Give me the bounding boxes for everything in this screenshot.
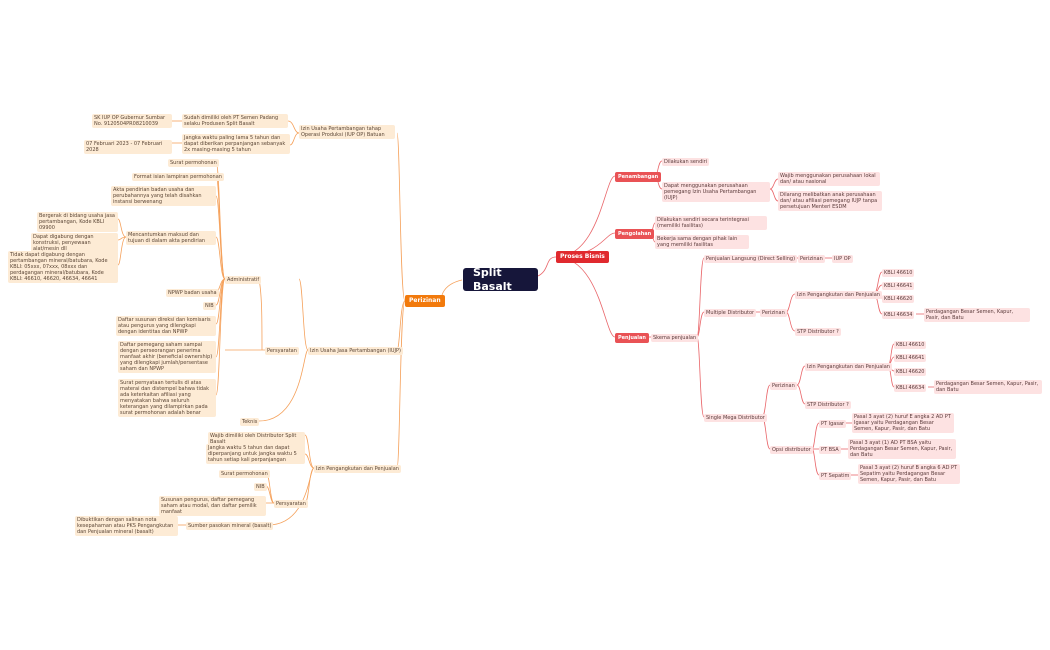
perizinan-b-node[interactable]: Perizinan (760, 309, 787, 317)
nib2-node[interactable]: NIB (254, 483, 267, 491)
po-sendiri-node[interactable]: Dilakukan sendiri secara terintegrasi (m… (655, 216, 767, 230)
kbli-1-node[interactable]: KBLI 46610 (882, 269, 915, 277)
digabung-node[interactable]: Dapat digabung dengan konstruksi, penyew… (31, 233, 118, 253)
teknis-node[interactable]: Teknis (240, 418, 260, 426)
kbli-4-node[interactable]: KBLI 46634 (882, 311, 915, 319)
igasar-desc-node[interactable]: Pasal 3 ayat (2) huruf E angka 2 AD PT I… (852, 413, 954, 433)
kbli-c1-node[interactable]: KBLI 46610 (894, 341, 927, 349)
penambangan-node[interactable]: Penambangan (615, 172, 662, 182)
kbli-3-node[interactable]: KBLI 46620 (882, 295, 915, 303)
nib-node[interactable]: NIB (203, 302, 216, 310)
dates-node[interactable]: 07 Februari 2023 - 07 Februari 2028 (84, 140, 172, 154)
term-node[interactable]: Jangka waktu paling lama 5 tahun dan dap… (182, 134, 290, 154)
persyaratan2-node[interactable]: Persyaratan (274, 500, 308, 508)
penjualan-node[interactable]: Penjualan (615, 333, 649, 343)
bsa-node[interactable]: PT BSA (819, 446, 841, 454)
kbli-c4-node[interactable]: KBLI 46634 (894, 384, 927, 392)
opsi-node[interactable]: Opsi distributor (770, 446, 813, 454)
sumber-pasokan-node[interactable]: Sumber pasokan mineral (basalt) (186, 522, 274, 530)
pb-wajib-node[interactable]: Wajib menggunakan perusahaan lokal dan/ … (778, 172, 880, 186)
iup-op-owned-node[interactable]: Sudah dimiliki oleh PT Semen Padang sela… (182, 114, 288, 128)
izin-angkut-b-node[interactable]: Izin Pengangkutan dan Penjualan (795, 291, 882, 299)
izin-angkut-node[interactable]: Izin Pengangkutan dan Penjualan (314, 465, 401, 473)
akta-node[interactable]: Akta pendirian badan usaha dan perubahan… (111, 186, 216, 206)
iup-op2-node[interactable]: IUP OP (832, 255, 853, 263)
kbli-2-node[interactable]: KBLI 46641 (882, 282, 915, 290)
bergerak-node[interactable]: Bergerak di bidang usaha jasa pertambang… (37, 212, 118, 232)
iup-op-node[interactable]: Izin Usaha Pertambangan tahap Operasi Pr… (299, 125, 395, 139)
proses-bisnis-node[interactable]: Proses Bisnis (556, 251, 609, 263)
bsa-desc-node[interactable]: Pasal 3 ayat (1) AD PT BSA yaitu Perdaga… (848, 439, 956, 459)
stp-b-node[interactable]: STP Distributor ? (795, 328, 841, 336)
angkut-term-node[interactable]: Jangka waktu 5 tahun dan dapat diperpanj… (206, 444, 305, 464)
root-node[interactable]: Split Basalt (463, 266, 538, 293)
susunan-direksi-node[interactable]: Daftar susunan direksi dan komisaris ata… (116, 316, 216, 336)
pb-pemegang-node[interactable]: Dapat menggunakan perusahaan pemegang Iz… (662, 182, 770, 202)
igasar-node[interactable]: PT Igasar (819, 420, 847, 428)
kbli-c4-desc-node[interactable]: Perdagangan Besar Semen, Kapur, Pasir, d… (934, 380, 1042, 394)
pb-sendiri-node[interactable]: Dilakukan sendiri (662, 158, 710, 166)
maksud-tujuan-node[interactable]: Mencantumkan maksud dan tujuan di dalam … (126, 231, 216, 245)
multiple-node[interactable]: Multiple Distributor (704, 309, 757, 317)
stp-c-node[interactable]: STP Distributor ? (805, 401, 851, 409)
kbli-c3-node[interactable]: KBLI 46620 (894, 368, 927, 376)
skema-node[interactable]: Skema penjualan (651, 334, 699, 342)
langsung-node[interactable]: Penjualan Langsung (Direct Selling) (704, 255, 798, 263)
perizinan-node[interactable]: Perizinan (405, 295, 445, 307)
surat-pernyataan-node[interactable]: Surat pernyataan tertulis di atas matera… (118, 379, 216, 417)
surat-permohonan2-node[interactable]: Surat permohonan (219, 470, 270, 478)
npwp-node[interactable]: NPWP badan usaha (166, 289, 219, 297)
perizinan-c-node[interactable]: Perizinan (770, 382, 797, 390)
po-kerjasama-node[interactable]: Bekerja sama dengan pihak lain yang memi… (655, 235, 749, 249)
persyaratan-node[interactable]: Persyaratan (265, 347, 299, 355)
iujp-node[interactable]: Izin Usaha Jasa Pertambangan (IUJP) (308, 347, 403, 355)
pemegang-saham-node[interactable]: Daftar pemegang saham sampai dengan pers… (118, 341, 216, 373)
dibuktikan-node[interactable]: Dibuktikan dengan salinan nota kesepaham… (75, 516, 178, 536)
perizinan-a-node[interactable]: Perizinan (798, 255, 825, 263)
sepatim-desc-node[interactable]: Pasal 3 ayat (2) huruf B angka 6 AD PT S… (858, 464, 960, 484)
format-isian-node[interactable]: Format isian lampiran permohonan (132, 173, 224, 181)
administratif-node[interactable]: Administratif (225, 276, 262, 284)
susunan-pengurus-node[interactable]: Susunan pengurus, daftar pemegang saham … (159, 496, 266, 516)
kbli-4-desc-node[interactable]: Perdagangan Besar Semen, Kapur, Pasir, d… (924, 308, 1030, 322)
wajib-distributor-node[interactable]: Wajib dimiliki oleh Distributor Split Ba… (208, 432, 305, 446)
tidak-digabung-node[interactable]: Tidak dapat digabung dengan pertambangan… (8, 251, 118, 283)
sk-node[interactable]: SK IUP OP Gubernur Sumbar No. 9120504PR0… (92, 114, 172, 128)
pengolahan-node[interactable]: Pengolahan (615, 229, 655, 239)
single-node[interactable]: Single Mega Distributor (704, 414, 767, 422)
pb-dilarang-node[interactable]: Dilarang melibatkan anak perusahaan dan/… (778, 191, 882, 211)
surat-permohonan-node[interactable]: Surat permohonan (168, 159, 219, 167)
kbli-c2-node[interactable]: KBLI 46641 (894, 354, 927, 362)
izin-angkut-c-node[interactable]: Izin Pengangkutan dan Penjualan (805, 363, 892, 371)
sepatim-node[interactable]: PT Sepatim (819, 472, 852, 480)
